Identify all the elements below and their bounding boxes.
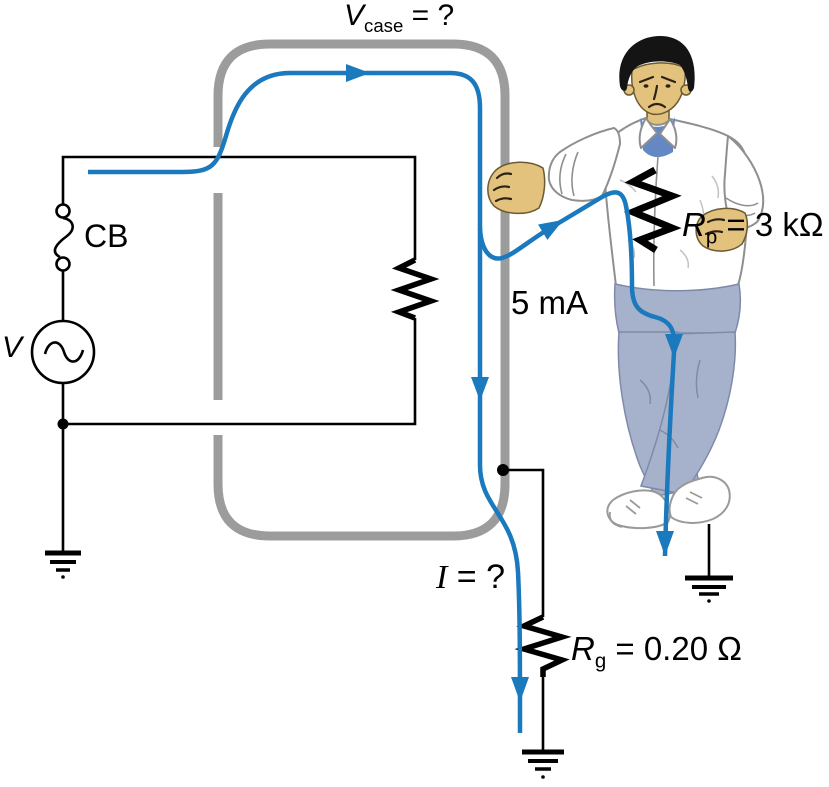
hot-wire [61,155,417,260]
circuit-breaker-icon [53,203,74,272]
current-path-case-and-ground [88,70,523,734]
person-resistance-label: Rp = 3 kΩ [682,206,824,249]
current-arrow-leg [665,334,683,358]
person-left-arm [547,127,621,202]
current-arrow-ground [511,677,529,702]
current-arrow-top [346,64,370,82]
person-jeans [613,283,742,497]
person-ground-icon [685,524,733,603]
current-arrow-foot [656,531,674,556]
person-shoes [606,475,731,530]
appliance-resistor-icon [390,257,440,321]
case-ground-wire [503,468,545,617]
person-hair [619,36,695,92]
ac-source-icon [30,319,96,385]
appliance-case [213,39,510,541]
source-voltage-label: V [2,331,23,364]
person-figure [487,36,765,530]
source-ground-icon [45,550,81,579]
mains-circuit [30,155,572,779]
neutral-wire [63,318,417,426]
source-junction-dot [57,418,69,430]
v-case-label: Vcase = ? [344,0,455,36]
current-path-person [477,190,677,557]
body-current-label: 5 mA [511,284,589,321]
ground-resistor-icon [514,614,572,677]
current-arrow-arm [538,219,564,240]
person-face-features [638,75,677,109]
person-resistor-icon [623,166,682,253]
ground-current-label: I = ? [436,558,505,596]
case-ground-icon [522,749,564,779]
current-path [88,64,683,734]
circuit-breaker-label: CB [84,218,129,254]
ground-resistance-label: Rg = 0.20 Ω [571,630,742,673]
person-face [630,62,686,116]
person-hand-at-hip [695,207,749,252]
current-arrow-case [471,377,489,401]
person-hand-on-case [487,161,546,215]
